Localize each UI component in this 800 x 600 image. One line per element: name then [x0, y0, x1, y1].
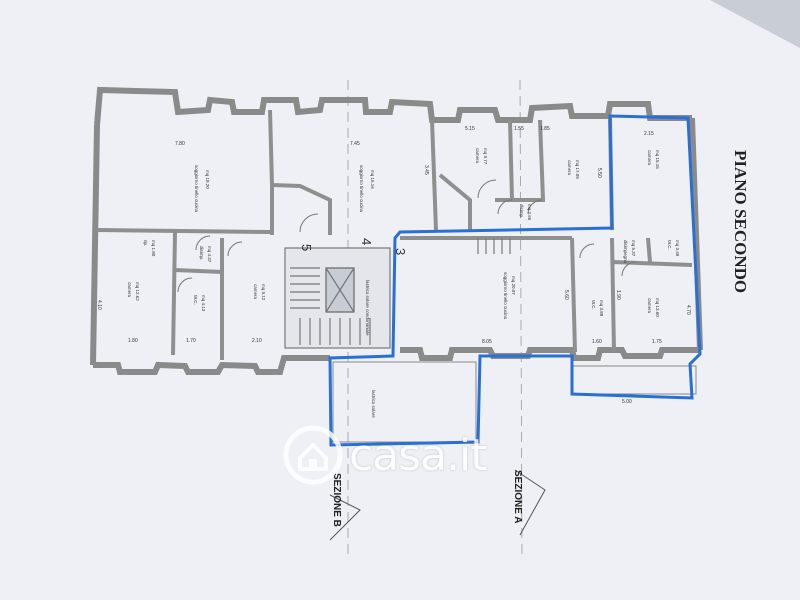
dimension-label: 4.70 [685, 305, 691, 315]
plan-title: PIANO SECONDO [731, 150, 750, 293]
dimension-label: 1.85 [540, 126, 550, 132]
dimension-label: 4.10 [96, 300, 102, 310]
room-area: mq 15.15 [655, 150, 660, 169]
staircase-number-4: 4 [359, 238, 374, 245]
dimension-label: 1.80 [128, 338, 138, 344]
staircase-number-5: 5 [299, 244, 314, 251]
room-area: mq 3.88 [599, 300, 604, 317]
door-swings [177, 179, 637, 293]
room-area: mq 15.16 [370, 170, 375, 189]
room-name: soggiorno tinello cucina [359, 165, 364, 213]
section-line-a [519, 79, 523, 561]
room-area: mq 9.12 [261, 284, 266, 301]
stairwell [284, 238, 511, 349]
room-name: soggiorno tinello cucina [503, 272, 508, 320]
house-icon [283, 425, 343, 485]
dimension-label: 5.15 [465, 126, 475, 132]
room-area: mq 18.20 [205, 170, 210, 189]
apartment-outline [328, 114, 702, 447]
dimension-label: 2.10 [252, 338, 262, 344]
dimension-label: 5.50 [596, 168, 602, 178]
room-area: mq 20.07 [511, 276, 516, 295]
room-name: camera [647, 298, 652, 314]
dimension-label: 1.55 [514, 126, 524, 132]
room-name: camera [647, 150, 652, 166]
dimension-label: 3.45 [423, 165, 429, 175]
room-labels: soggiorno tinello cucina mq 18.20 soggio… [127, 148, 680, 418]
dimension-label: 1.70 [186, 338, 196, 344]
dimension-label: 1.60 [592, 339, 602, 345]
dimension-label: 7.45 [350, 141, 360, 147]
room-name: disimp. [199, 246, 204, 260]
dimension-label: 2.15 [644, 131, 654, 137]
room-area: mq 1.80 [151, 240, 156, 257]
room-name: camera [567, 160, 572, 176]
paper-shadow [710, 0, 800, 48]
dimension-label: 1.90 [615, 290, 621, 300]
room-name: lastrico solare condominiale [365, 280, 370, 336]
section-label-a: SEZIONE A [512, 470, 523, 524]
room-area: mq 17.09 [575, 160, 580, 179]
room-area: mq 9.77 [483, 148, 488, 165]
dimension-label: 7.80 [175, 141, 185, 147]
room-area: mq 13.60 [655, 298, 660, 317]
room-area: mq 12.62 [135, 282, 140, 301]
room-name: lastrico solare [371, 390, 376, 418]
casa-it-watermark: casa.it [283, 424, 488, 486]
room-area: mq 2.66 [527, 204, 532, 221]
dimension-label: 8.05 [482, 339, 492, 345]
room-name: camera [475, 148, 480, 164]
dimension-label: 1.75 [652, 339, 662, 345]
section-label-b: SEZIONE B [331, 473, 342, 527]
room-name: camera [127, 282, 132, 298]
room-area: mq 3.49 [675, 240, 680, 257]
room-area: mq 4.13 [201, 295, 206, 312]
room-name: W.C. [193, 295, 198, 305]
room-name: W.C. [591, 300, 596, 310]
staircase-number-3: 3 [393, 248, 408, 255]
room-name: W.C. [667, 240, 672, 250]
dimension-label: 5.00 [622, 399, 632, 405]
room-name: soggiorno tinello cucina [194, 165, 199, 213]
room-area: mq 5.37 [631, 240, 636, 257]
section-arrows [329, 469, 546, 541]
watermark-text: casa.it [349, 429, 488, 481]
room-name: disimp. [519, 204, 524, 218]
room-name: camera [253, 284, 258, 300]
room-name: rip. [143, 240, 148, 246]
room-area: mq 4.37 [207, 246, 212, 263]
room-name: disimpegno [623, 240, 628, 264]
dimension-label: 5.60 [563, 290, 569, 300]
